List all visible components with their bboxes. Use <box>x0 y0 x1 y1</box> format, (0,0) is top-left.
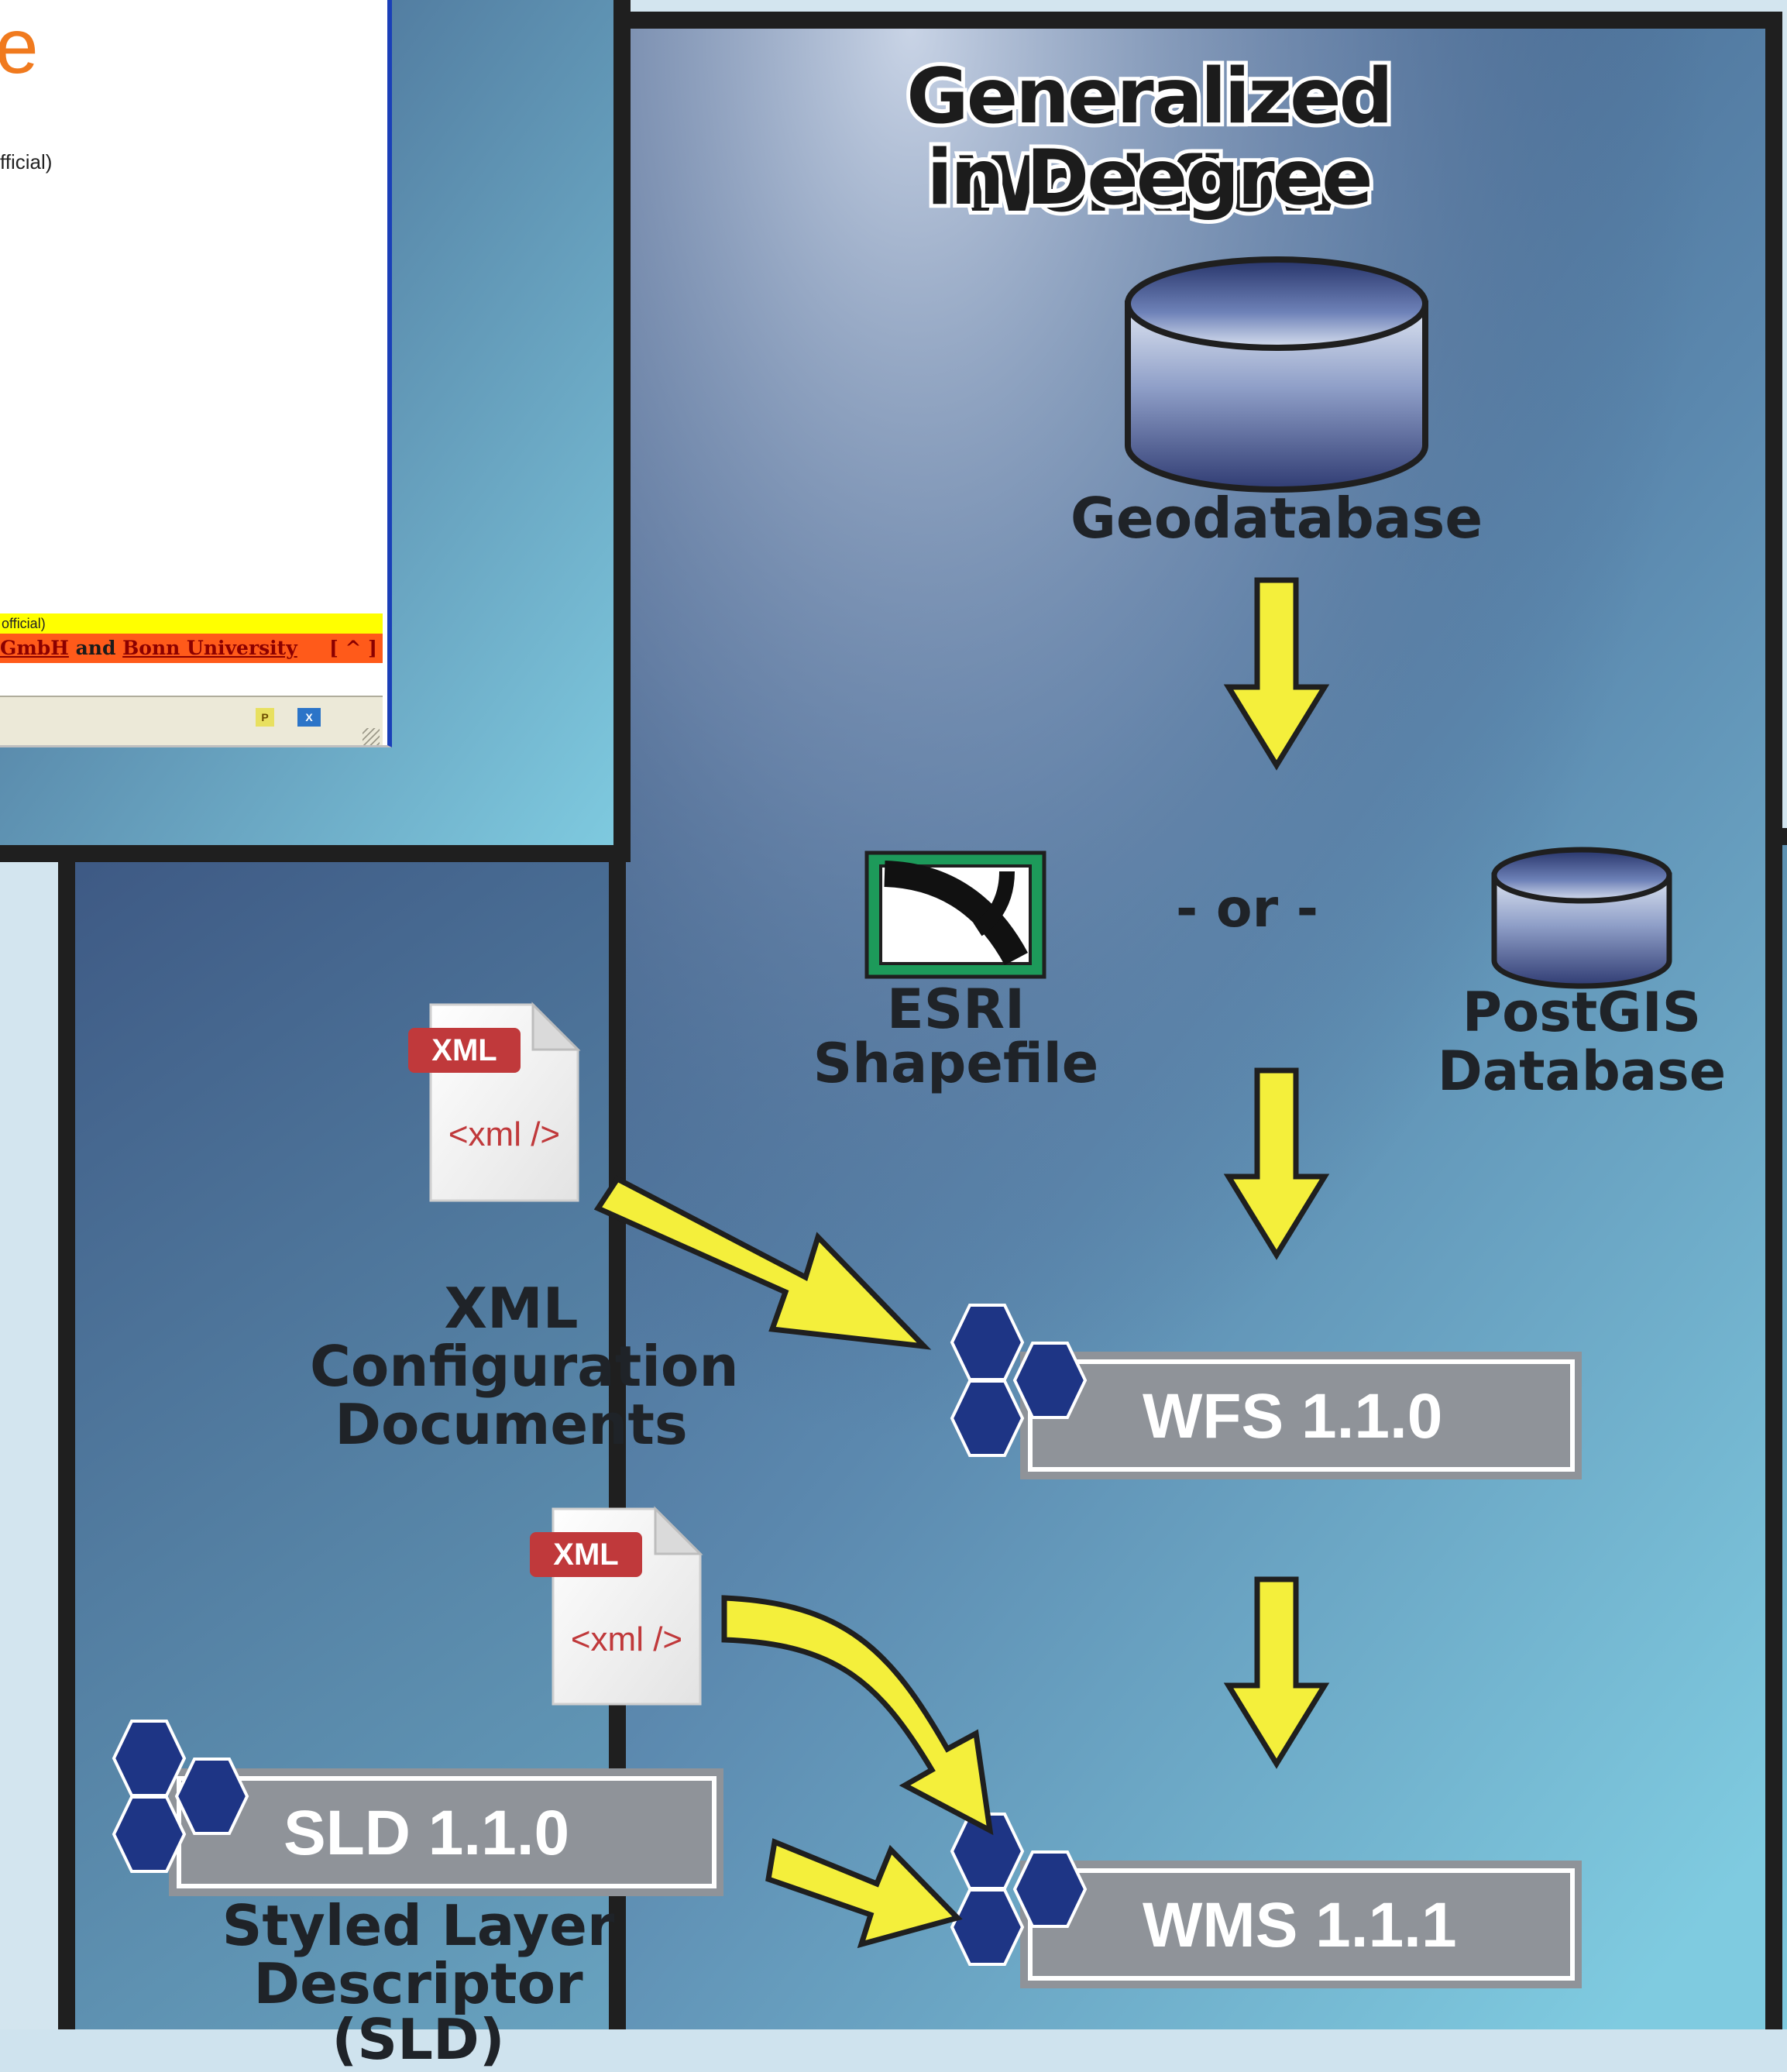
xml-document-icon <box>530 1506 703 1706</box>
xml-badge: XML <box>431 1033 497 1067</box>
resize-grip-icon[interactable] <box>363 728 380 745</box>
shapefile-icon <box>864 850 1046 979</box>
notice-bar: official) <box>0 613 383 634</box>
sld-hexagon-icon <box>112 1720 249 1873</box>
postgis-label-line1: PostGIS <box>1462 981 1702 1044</box>
browser-screenshot: e fficial) official) GmbH and Bonn Unive… <box>0 0 392 747</box>
deegree-logo: e <box>0 8 39 85</box>
or-label: - or - <box>1175 878 1319 940</box>
credits-and-text: and <box>68 637 123 659</box>
diagram-title-line2: in Deegree <box>923 130 1376 226</box>
curved-arrow-icon <box>721 1595 994 1836</box>
credits-link-gmbh[interactable]: GmbH <box>0 637 69 659</box>
wms-label: WMS 1.1.1 <box>1143 1890 1457 1960</box>
xml-tag-text: <xml /> <box>448 1115 561 1153</box>
wms-hexagon-icon <box>950 1813 1088 1966</box>
back-to-top-link[interactable]: [ ^ ] <box>329 637 378 659</box>
wfs-hexagon-icon <box>950 1304 1088 1457</box>
official-text: fficial) <box>0 150 53 174</box>
shapefile-label: ESRI Shapefile <box>813 978 1099 1095</box>
down-arrow-icon <box>1223 577 1330 771</box>
postgis-label-line2: Database <box>1437 1039 1727 1103</box>
sld-service-box <box>169 1768 723 1896</box>
sld-desc-line2: Descriptor (SLD) <box>253 1951 583 2072</box>
plugin-status-icon[interactable]: X <box>297 708 321 727</box>
geodatabase-label: Geodatabase <box>1070 486 1483 551</box>
wfs-label: WFS 1.1.0 <box>1143 1381 1443 1452</box>
xml-document-icon <box>408 1002 581 1202</box>
sld-label: SLD 1.1.0 <box>284 1798 570 1868</box>
xml-config-label-line3: Documents <box>335 1392 688 1457</box>
browser-status-bar: P X <box>0 696 383 745</box>
diagonal-arrow-icon <box>593 1175 932 1350</box>
credits-link-bonn[interactable]: Bonn University <box>122 637 297 659</box>
down-arrow-icon <box>1223 1067 1330 1260</box>
pdf-status-icon[interactable]: P <box>256 708 274 727</box>
credits-bar: GmbH and Bonn University [ ^ ] <box>0 634 383 663</box>
geodatabase-cylinder-icon <box>1125 256 1428 493</box>
xml-config-label-line2: Configuration <box>310 1334 739 1399</box>
xml-badge: XML <box>553 1538 619 1572</box>
xml-config-label-line1: XML <box>444 1276 579 1341</box>
down-arrow-icon <box>1223 1576 1330 1769</box>
sld-arrow-icon <box>765 1838 963 1949</box>
postgis-cylinder-icon <box>1491 847 1672 989</box>
wfs-service-box <box>1020 1352 1582 1479</box>
diagram-title-line1: Generalized Workflow <box>902 49 1397 233</box>
sld-desc-line1: Styled Layer <box>222 1893 615 1958</box>
xml-tag-text: <xml /> <box>570 1620 683 1658</box>
